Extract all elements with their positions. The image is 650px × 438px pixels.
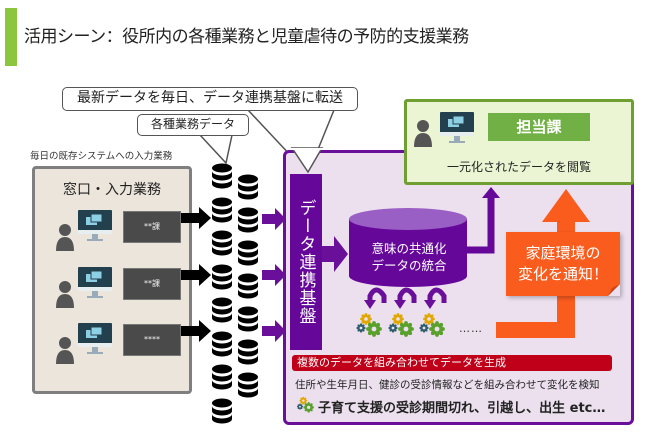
black-arrow-icon xyxy=(181,207,211,229)
database-icon xyxy=(211,163,233,189)
database-icon xyxy=(237,372,259,398)
integration-label-line2: データの統合 xyxy=(371,258,447,273)
database-icon xyxy=(237,207,259,233)
input-panel: 窓口・入力業務 **課 **課 **** xyxy=(32,166,192,394)
black-arrow-icon xyxy=(181,264,211,286)
database-icon xyxy=(237,273,259,299)
office-label-box: **課 xyxy=(123,211,181,243)
orange-arrow xyxy=(496,189,590,338)
station-3: **** xyxy=(35,322,189,366)
monitor-icon xyxy=(78,210,112,241)
database-icon xyxy=(237,339,259,365)
curved-arrow-icon xyxy=(367,287,447,303)
office-label-box: **** xyxy=(123,324,181,356)
integration-label-line1: 意味の共通化 xyxy=(371,241,447,256)
input-panel-title: 窓口・入力業務 xyxy=(63,182,161,198)
database-icon xyxy=(211,398,233,424)
examples-text: 子育て支援の受診期間切れ、引越し、出生 etc… xyxy=(318,401,606,417)
purple-arrow-icon xyxy=(262,208,286,230)
person-icon xyxy=(414,120,432,147)
purple-arrow-icon xyxy=(262,264,286,286)
database-icon xyxy=(237,306,259,332)
cylinder-to-dept-arrow xyxy=(467,196,495,254)
notification-line2: 変化を通知！ xyxy=(517,265,608,283)
integration-cylinder-icon xyxy=(349,208,467,287)
business-data-callout: 各種業務データ xyxy=(137,114,249,136)
examples-row: 子育て支援の受診期間切れ、引越し、出生 etc… xyxy=(296,396,605,417)
person-icon xyxy=(56,337,74,364)
gears-icon xyxy=(296,396,316,417)
gears-icon xyxy=(355,312,385,342)
department-description: 一元化されたデータを閲覧 xyxy=(446,160,591,174)
notification-fold-corner xyxy=(608,284,620,296)
gears-icon xyxy=(418,312,448,342)
daily-transfer-callout: 最新データを毎日、データ連携基盤に転送 xyxy=(62,87,358,111)
integration-label: 意味の共通化 データの統合 xyxy=(350,240,468,274)
input-section-caption: 毎日の既存システムへの入力業務 xyxy=(30,151,173,162)
page-title: 活用シーン：役所内の各種業務と児童虐待の予防的支援業務 xyxy=(24,27,469,47)
database-icon xyxy=(211,264,233,290)
monitor-icon xyxy=(440,112,474,143)
detection-description: 住所や生年月日、健診の受診情報などを組み合わせて変化を検知 xyxy=(295,379,600,391)
platform-to-cylinder-arrow xyxy=(322,236,348,272)
purple-arrow-icon xyxy=(262,320,286,342)
monitor-icon xyxy=(78,323,112,354)
notification-line1: 家庭環境の xyxy=(525,244,601,262)
monitor-icon xyxy=(78,267,112,298)
notification-box: 家庭環境の 変化を通知！ xyxy=(506,232,620,296)
database-icon xyxy=(211,331,233,357)
person-icon xyxy=(56,281,74,308)
station-2: **課 xyxy=(35,266,189,310)
database-icon xyxy=(237,174,259,200)
data-platform-bar: データ連携基盤 xyxy=(290,174,322,350)
black-arrow-icon xyxy=(181,320,211,342)
gears-icon xyxy=(387,312,417,342)
database-icon xyxy=(237,240,259,266)
department-badge: 担当課 xyxy=(488,113,590,141)
database-icon xyxy=(211,364,233,390)
database-icon xyxy=(211,230,233,256)
database-icon xyxy=(211,297,233,323)
station-1: **課 xyxy=(35,209,189,253)
person-icon xyxy=(56,224,74,251)
more-ellipsis: …… xyxy=(459,322,483,335)
summary-banner: 複数のデータを組み合わせてデータを生成 xyxy=(292,355,612,371)
title-accent-bar xyxy=(5,8,17,66)
database-icon xyxy=(211,197,233,223)
office-label-box: **課 xyxy=(123,268,181,300)
